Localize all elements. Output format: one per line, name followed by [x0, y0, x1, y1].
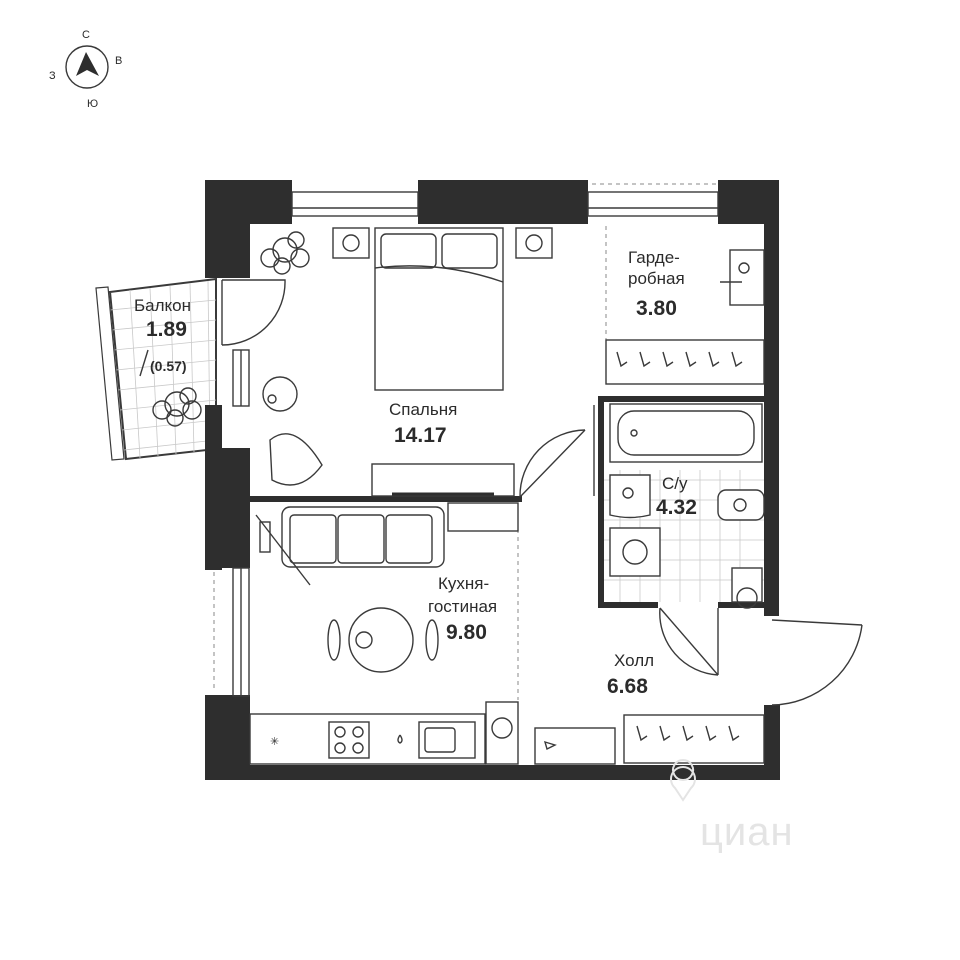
nightstand-left: [332, 227, 370, 259]
plant-balcony-icon: [152, 387, 202, 427]
pillow-left: [380, 233, 437, 269]
lamp-right-icon: [525, 234, 543, 252]
round-table: [262, 376, 298, 412]
stove: [328, 721, 370, 759]
bathroom-name: С/у: [662, 474, 688, 493]
watermark-text: циан: [700, 810, 794, 854]
bedroom-area: 14.17: [394, 424, 447, 447]
hall-area: 6.68: [607, 675, 648, 698]
kitchen-furniture: ✳: [249, 502, 519, 765]
wardrobe-area: 3.80: [636, 297, 677, 320]
compass: С В Ю З: [49, 29, 122, 110]
key-icon: [543, 740, 557, 751]
hall-name: Холл: [614, 651, 654, 670]
hall-fixtures: [534, 714, 765, 765]
kitchen-name-line1: Кухня-: [438, 574, 489, 593]
location-pin-icon: [670, 759, 696, 802]
nightstand-right: [515, 227, 553, 259]
bedroom-furniture: [152, 227, 553, 497]
compass-west: З: [49, 70, 56, 82]
balcony-reduced-area: (0.57): [150, 358, 187, 374]
doors: [221, 279, 863, 706]
shoe-cabinet: [534, 727, 616, 765]
clothes-rack: [605, 339, 765, 385]
fridge: [485, 701, 519, 765]
plant-bedroom-icon: [260, 231, 310, 275]
compass-ring: [65, 45, 109, 89]
pillow-right: [441, 233, 498, 269]
compass-east: В: [115, 55, 122, 67]
dresser: [729, 249, 765, 306]
kitchen-area: 9.80: [446, 621, 487, 644]
bathroom: [604, 403, 765, 609]
compass-north: С: [82, 29, 90, 41]
bathroom-area: 4.32: [656, 496, 697, 519]
washing-machine: [609, 527, 661, 577]
wardrobe-fixtures: [605, 249, 765, 385]
balcony-floor: [95, 277, 217, 461]
balcony-name: Балкон: [134, 296, 191, 315]
wardrobe-name-line1: Гарде-: [628, 248, 680, 267]
interior-walls: [250, 226, 768, 700]
chair-left: [327, 619, 341, 661]
bedroom-name: Спальня: [389, 400, 457, 419]
windows: [213, 183, 719, 697]
freezer-icon: ✳: [270, 736, 279, 748]
water-drop-icon: [397, 734, 403, 744]
shelf: [447, 502, 519, 532]
wardrobe-name-line2: робная: [628, 269, 685, 288]
exterior-walls: [205, 180, 780, 780]
tv-stand: [371, 463, 515, 497]
watermark: циан: [670, 759, 794, 854]
chair-right: [425, 619, 439, 661]
armchair-icon: [269, 433, 323, 486]
balcony-area: 1.89: [146, 318, 187, 341]
north-arrow-icon: [76, 52, 99, 76]
dining-table: [348, 607, 414, 673]
washbasin: [609, 474, 651, 519]
room-labels: Балкон 1.89 (0.57) Спальня 14.17 Гарде- …: [134, 248, 697, 698]
floor-lamp: [259, 521, 271, 553]
compass-south: Ю: [87, 98, 98, 110]
bidet: [717, 489, 765, 521]
kitchen-name-line2: гостиная: [428, 597, 497, 616]
hall-rack: [623, 714, 765, 764]
lamp-left-icon: [342, 234, 360, 252]
